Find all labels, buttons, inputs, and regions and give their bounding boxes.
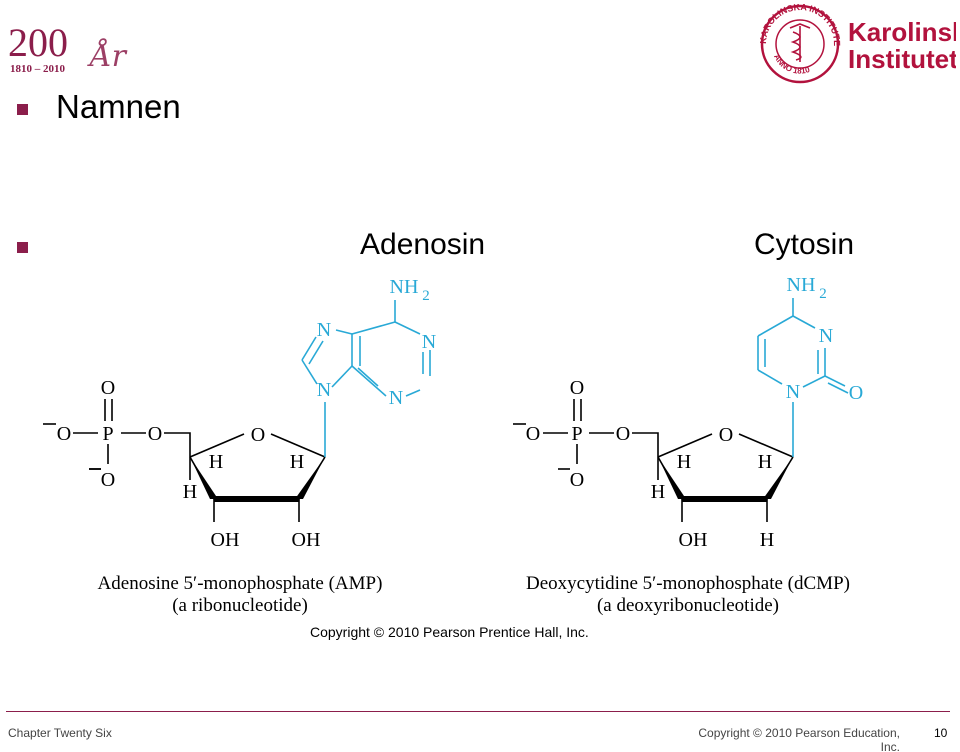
atom-h: H <box>651 481 665 503</box>
atom-oh: OH <box>679 529 708 551</box>
amp-caption-line1: Adenosine 5′-monophosphate (AMP) <box>98 573 383 594</box>
dcmp-caption-line1: Deoxycytidine 5′-monophosphate (dCMP) <box>526 573 850 594</box>
footer-copyright-line1: Copyright © 2010 Pearson Education, <box>698 726 900 740</box>
anniversary-number: 200 <box>8 20 68 65</box>
label-cytosin: Cytosin <box>754 228 855 261</box>
atom-h: H <box>290 451 304 473</box>
seal-emblem-icon <box>789 23 811 62</box>
atom-o: O <box>719 424 733 446</box>
anniversary-years: 1810 – 2010 <box>10 63 66 75</box>
atom-n: N <box>389 387 403 409</box>
slide-title: Namnen <box>56 88 181 125</box>
atom-n: N <box>422 331 436 353</box>
anniversary-script: År <box>87 38 128 74</box>
anniversary-logo: 200 År 1810 – 2010 <box>8 20 128 75</box>
atom-oh: OH <box>211 529 240 551</box>
atom-nh2: NH <box>787 274 816 296</box>
atom-h: H <box>758 451 772 473</box>
karolinska-logo: KAROLINSKA INSTITUTET ANNO 1810 Karolins… <box>760 4 956 84</box>
atom-h: H <box>183 481 197 503</box>
atom-h: H <box>209 451 223 473</box>
page-number: 10 <box>934 726 948 740</box>
dcmp-structure: O O P O O O H H H OH H <box>513 274 863 551</box>
atom-o: O <box>570 469 584 491</box>
footer-rule <box>6 711 950 712</box>
atom-nh2: NH <box>390 276 419 298</box>
bullet-marker <box>17 242 28 253</box>
institute-name-line1: Karolinska <box>848 17 956 47</box>
seal-ring <box>760 4 840 84</box>
atom-o: O <box>251 424 265 446</box>
atom-o: O <box>101 469 115 491</box>
amp-structure: O O P O O O H H H OH OH <box>43 276 436 551</box>
figure-copyright: Copyright © 2010 Pearson Prentice Hall, … <box>310 624 589 640</box>
atom-n: N <box>819 325 833 347</box>
footer-copyright: Copyright © 2010 Pearson Education, Inc. <box>698 726 900 752</box>
atom-nh2-subscript: 2 <box>819 286 827 302</box>
label-adenosin: Adenosin <box>360 228 486 261</box>
atom-oh: OH <box>292 529 321 551</box>
dcmp-caption-line2: (a deoxyribonucleotide) <box>597 595 779 616</box>
footer-copyright-line2: Inc. <box>880 740 900 752</box>
atom-h: H <box>760 529 774 551</box>
atom-o: O <box>526 423 540 445</box>
atom-o: O <box>101 377 115 399</box>
footer-chapter: Chapter Twenty Six <box>8 726 112 740</box>
atom-n: N <box>786 381 800 403</box>
atom-o: O <box>616 423 630 445</box>
institute-name-line2: Institutet <box>848 44 956 74</box>
atom-n: N <box>317 319 331 341</box>
amp-caption-line2: (a ribonucleotide) <box>172 595 308 616</box>
atom-o: O <box>849 382 863 404</box>
atom-o: O <box>57 423 71 445</box>
atom-nh2-subscript: 2 <box>422 288 430 304</box>
atom-h: H <box>677 451 691 473</box>
atom-n: N <box>317 379 331 401</box>
atom-o: O <box>148 423 162 445</box>
atom-p: P <box>571 423 582 445</box>
atom-o: O <box>570 377 584 399</box>
bullet-marker <box>17 104 28 115</box>
atom-p: P <box>102 423 113 445</box>
